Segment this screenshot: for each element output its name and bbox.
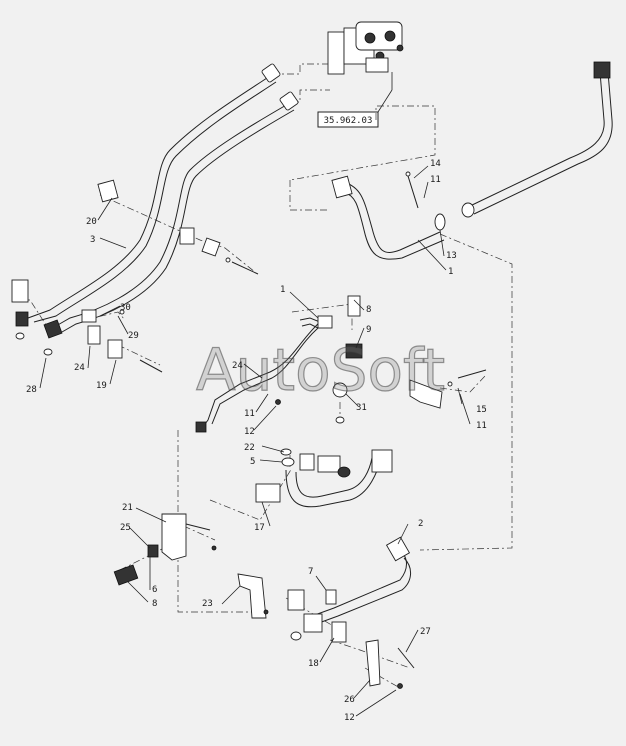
callout-13: 13	[446, 251, 457, 261]
callout-11c: 11	[476, 421, 487, 431]
callout-28: 28	[26, 385, 37, 395]
callout-12b: 12	[344, 713, 355, 723]
clamp-20	[97, 179, 259, 275]
callout-6: 6	[152, 585, 157, 595]
callout-27: 27	[420, 627, 431, 637]
tube-1-upper	[461, 61, 613, 218]
callout-30: 30	[120, 303, 131, 313]
callout-7: 7	[308, 567, 313, 577]
callout-19: 19	[96, 381, 107, 391]
callout-17: 17	[254, 523, 265, 533]
callout-8b: 8	[152, 599, 157, 609]
callout-11a: 11	[430, 175, 441, 185]
callout-8a: 8	[366, 305, 371, 315]
callout-15: 15	[476, 405, 487, 415]
bracket-23	[237, 573, 269, 619]
tube-5	[255, 448, 393, 508]
tube-30	[55, 91, 299, 333]
callout-labels: 20 3 14 11 13 1 30 29 24 19 28 1 8 9 24 …	[26, 159, 487, 723]
callout-26: 26	[344, 695, 355, 705]
reference-box: 35.962.03	[317, 89, 393, 128]
callout-24a: 24	[232, 361, 243, 371]
left-fittings	[11, 279, 163, 373]
callout-9: 9	[366, 325, 371, 335]
bracket-15	[409, 369, 487, 409]
callout-20: 20	[86, 217, 97, 227]
valve-assembly	[327, 21, 404, 90]
leader-lines	[39, 165, 471, 717]
callout-2: 2	[418, 519, 423, 529]
watermark: AutoSoft	[196, 336, 445, 404]
callout-5: 5	[250, 457, 255, 467]
callout-22: 22	[244, 443, 255, 453]
callout-24b: 24	[74, 363, 85, 373]
callout-3: 3	[90, 235, 95, 245]
callout-18: 18	[308, 659, 319, 669]
callout-1a: 1	[280, 285, 285, 295]
callout-1c: 1	[448, 267, 453, 277]
callout-23: 23	[202, 599, 213, 609]
callout-31: 31	[356, 403, 367, 413]
callout-25: 25	[120, 523, 131, 533]
tube-1-middle	[331, 171, 446, 260]
bracket-21	[113, 513, 217, 586]
tube-3	[27, 63, 281, 323]
callout-12a: 12	[244, 427, 255, 437]
callout-11b: 11	[244, 409, 255, 419]
callout-29: 29	[128, 331, 139, 341]
tube-2	[287, 536, 411, 643]
reference-number: 35.962.03	[324, 116, 373, 126]
tube-24	[195, 295, 363, 433]
bracket-26	[365, 639, 415, 689]
callout-21: 21	[122, 503, 133, 513]
callout-14: 14	[430, 159, 441, 169]
